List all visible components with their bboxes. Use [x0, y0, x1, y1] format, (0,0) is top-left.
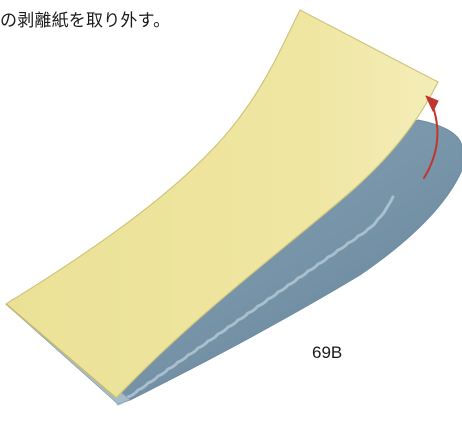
curved-arrow-icon: [423, 95, 439, 179]
part-number-label: 69B: [312, 343, 343, 362]
instruction-text: の剥離紙を取り外す。: [0, 11, 171, 31]
liner-sheet: [5, 9, 439, 399]
tape-scalloped-edge: [116, 195, 395, 406]
release-liner: [5, 9, 439, 399]
liner-bottom-edge: [5, 303, 117, 399]
